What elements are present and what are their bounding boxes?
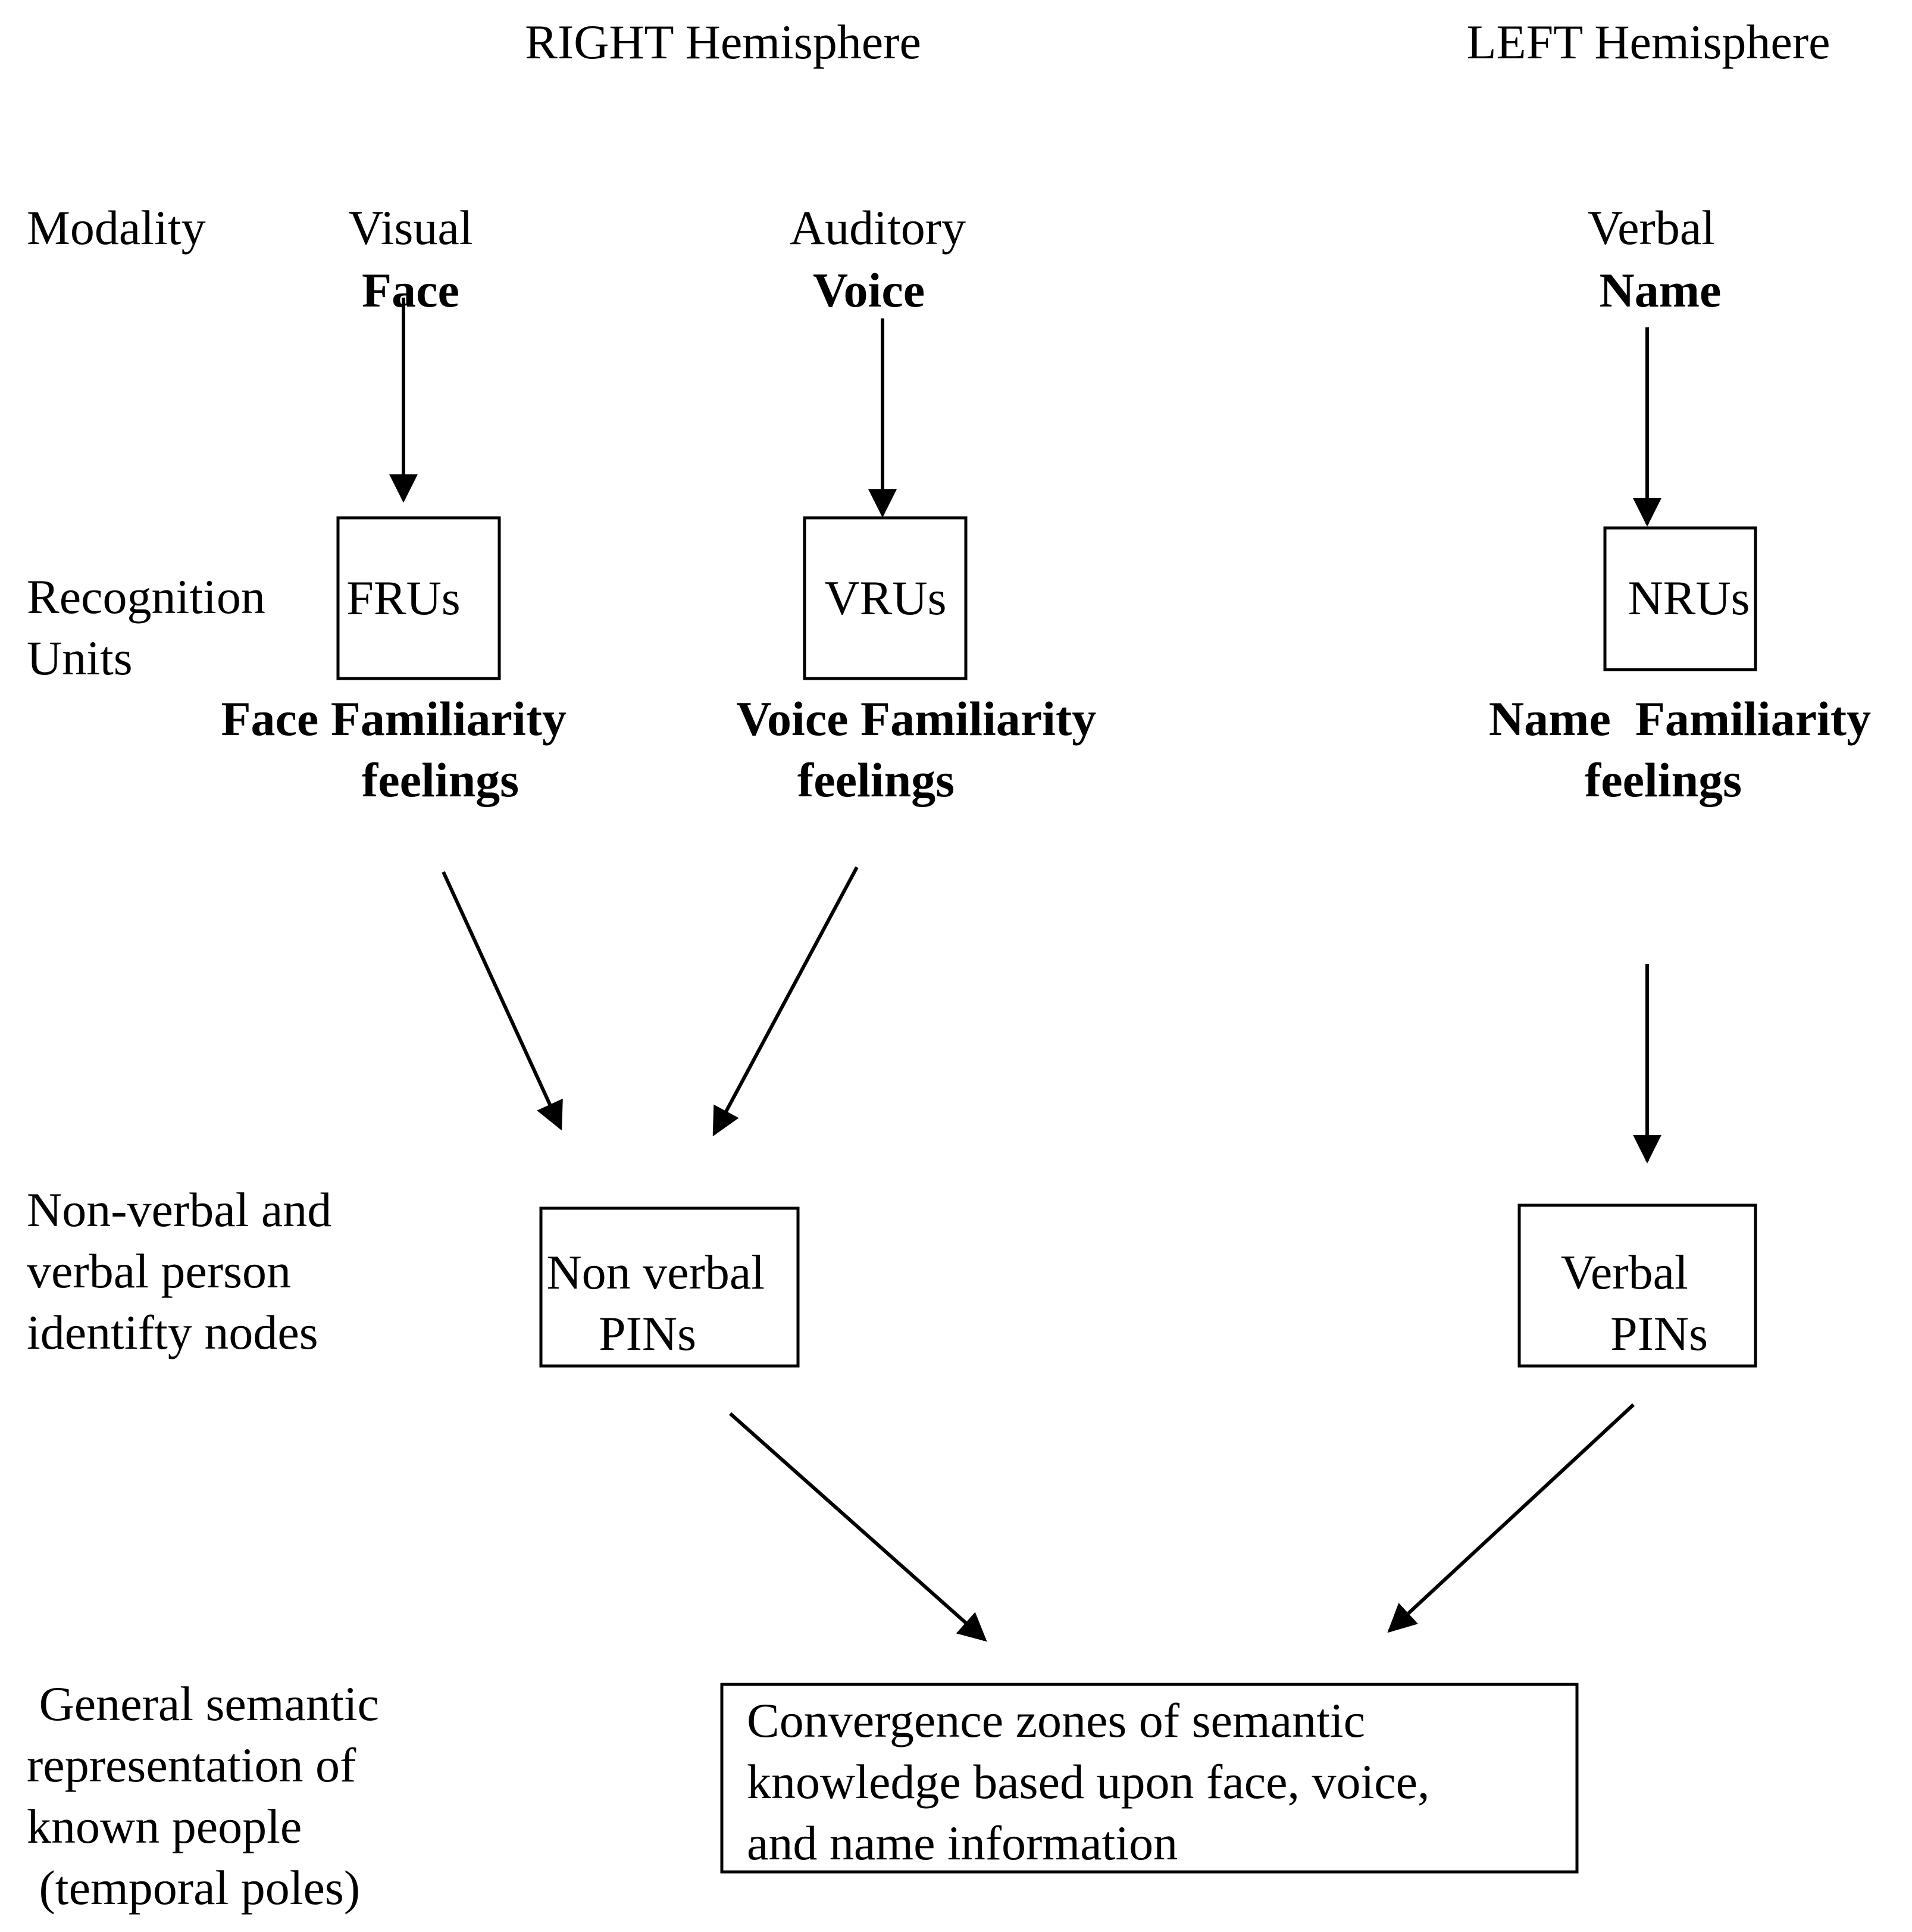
arrow-verbal-pins-to-convergence bbox=[1387, 1403, 1635, 1633]
arrow-voice-familiarity-to-nonverbal-pins bbox=[712, 866, 859, 1137]
vrus-box bbox=[803, 516, 968, 680]
modality-name: Name bbox=[1600, 263, 1722, 317]
verbal-pins-box bbox=[1517, 1203, 1757, 1368]
modality-visual: Visual bbox=[348, 201, 472, 255]
modality-voice: Voice bbox=[813, 263, 925, 317]
frus-label: FRUs bbox=[346, 571, 460, 625]
row-label-modality: Modality bbox=[27, 201, 206, 255]
modality-auditory: Auditory bbox=[790, 201, 966, 255]
convergence-zones-box bbox=[720, 1683, 1579, 1874]
vrus-label: VRUs bbox=[824, 571, 946, 625]
row-label-recognition-units: Recognition Units bbox=[27, 570, 277, 685]
nonverbal-pins-box bbox=[539, 1206, 800, 1368]
row-label-person-identity-nodes: Non-verbal and verbal person identifty n… bbox=[27, 1183, 344, 1359]
modality-verbal: Verbal bbox=[1588, 201, 1715, 255]
nonverbal-pins-label: Non verbal PINs bbox=[546, 1245, 777, 1361]
arrow-face-familiarity-to-nonverbal-pins bbox=[442, 871, 563, 1131]
right-hemisphere-label: RIGHT Hemisphere bbox=[525, 15, 921, 69]
frus-box bbox=[336, 516, 501, 680]
convergence-zones-text: Convergence zones of semantic knowledge … bbox=[747, 1693, 1442, 1870]
arrow-nonverbal-pins-to-convergence bbox=[729, 1412, 987, 1642]
nrus-box bbox=[1603, 526, 1757, 671]
face-familiarity-feelings: Face Familiarity feelings bbox=[221, 692, 578, 807]
verbal-pins-label: Verbal PINs bbox=[1561, 1245, 1708, 1361]
modality-face: Face bbox=[362, 263, 459, 317]
nrus-label: NRUs bbox=[1628, 571, 1750, 625]
left-hemisphere-label: LEFT Hemisphere bbox=[1466, 15, 1830, 69]
voice-familiarity-feelings: Voice Familiarity feelings bbox=[736, 692, 1109, 807]
